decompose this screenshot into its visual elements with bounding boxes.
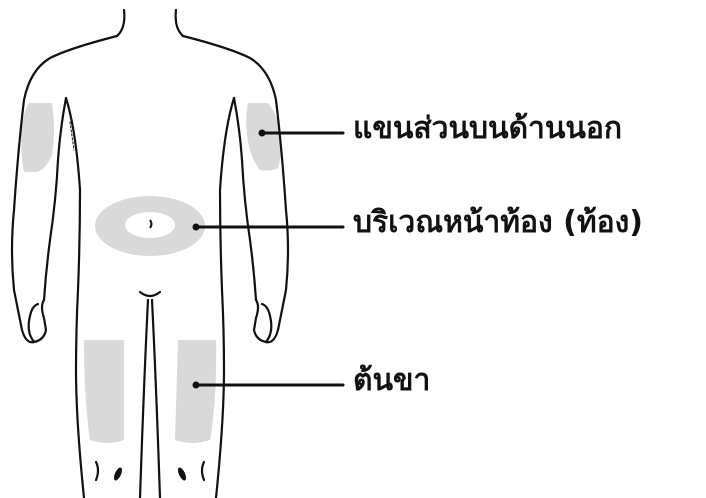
zone-right-upper-arm <box>246 103 281 171</box>
label-abdomen: บริเวณหน้าท้อง (ท้อง) <box>353 208 643 238</box>
right-knee-mark <box>176 466 187 481</box>
zone-left-thigh <box>84 340 124 443</box>
zone-right-thigh <box>175 340 216 443</box>
label-thigh: ต้นขา <box>353 366 430 396</box>
leader-dot-upper-arm <box>259 130 266 137</box>
zone-left-upper-arm <box>21 103 54 172</box>
navel-clear-area <box>125 212 175 238</box>
leader-dot-abdomen <box>193 224 200 231</box>
leader-lines <box>196 133 343 385</box>
label-upper-arm: แขนส่วนบนด้านนอก <box>353 114 622 144</box>
leader-dot-thigh <box>193 382 200 389</box>
left-knee-mark <box>112 466 123 481</box>
